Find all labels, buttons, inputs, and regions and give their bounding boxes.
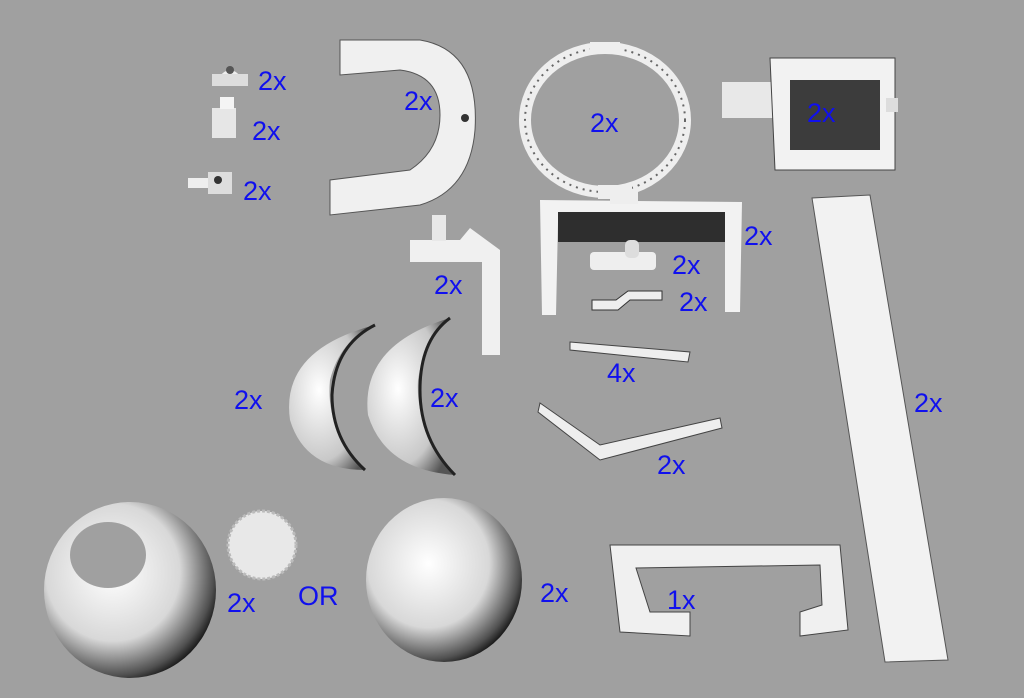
qty-straight-link: 4x: [607, 358, 636, 388]
l-arm-part: [410, 215, 500, 355]
u-yoke-part: [540, 190, 742, 315]
eyeball-open-part: [44, 502, 216, 678]
qty-ring: 2x: [590, 108, 619, 138]
qty-eyeball-closed: 2x: [540, 578, 569, 608]
eyelid-right-part: [367, 316, 457, 477]
base-bracket-part: [609, 544, 849, 637]
qty-base-bracket: 1x: [667, 585, 696, 615]
gear-part: [226, 509, 298, 581]
perforated-strip-part: [811, 194, 949, 663]
qty-cranked-link: 2x: [679, 287, 708, 317]
small-block-part: [212, 97, 236, 138]
qty-eyelid-left: 2x: [234, 385, 263, 415]
qty-perforated-strip: 2x: [914, 388, 943, 418]
c-bracket-part: [329, 39, 476, 216]
angled-link-part: [537, 402, 723, 461]
qty-small-lever: 2x: [243, 176, 272, 206]
qty-u-yoke: 2x: [744, 221, 773, 251]
qty-l-arm: 2x: [434, 270, 463, 300]
or-separator: OR: [298, 581, 339, 611]
qty-small-clip: 2x: [258, 66, 287, 96]
qty-c-bracket: 2x: [404, 86, 433, 116]
qty-square-frame: 2x: [807, 98, 836, 128]
small-clip-part: [212, 66, 248, 86]
qty-eyeball-open: 2x: [227, 588, 256, 618]
qty-small-block: 2x: [252, 116, 281, 146]
square-frame-part: [722, 57, 898, 171]
qty-hinge-plate: 2x: [672, 250, 701, 280]
straight-link-part: [569, 341, 691, 363]
small-lever-part: [188, 172, 232, 194]
qty-angled-link: 2x: [657, 450, 686, 480]
qty-eyelid-right: 2x: [430, 383, 459, 413]
cranked-link-part: [591, 290, 663, 311]
eyelid-left-part: [289, 323, 376, 472]
eyeball-closed-part: [366, 498, 522, 662]
hinge-plate-part: [590, 240, 656, 270]
